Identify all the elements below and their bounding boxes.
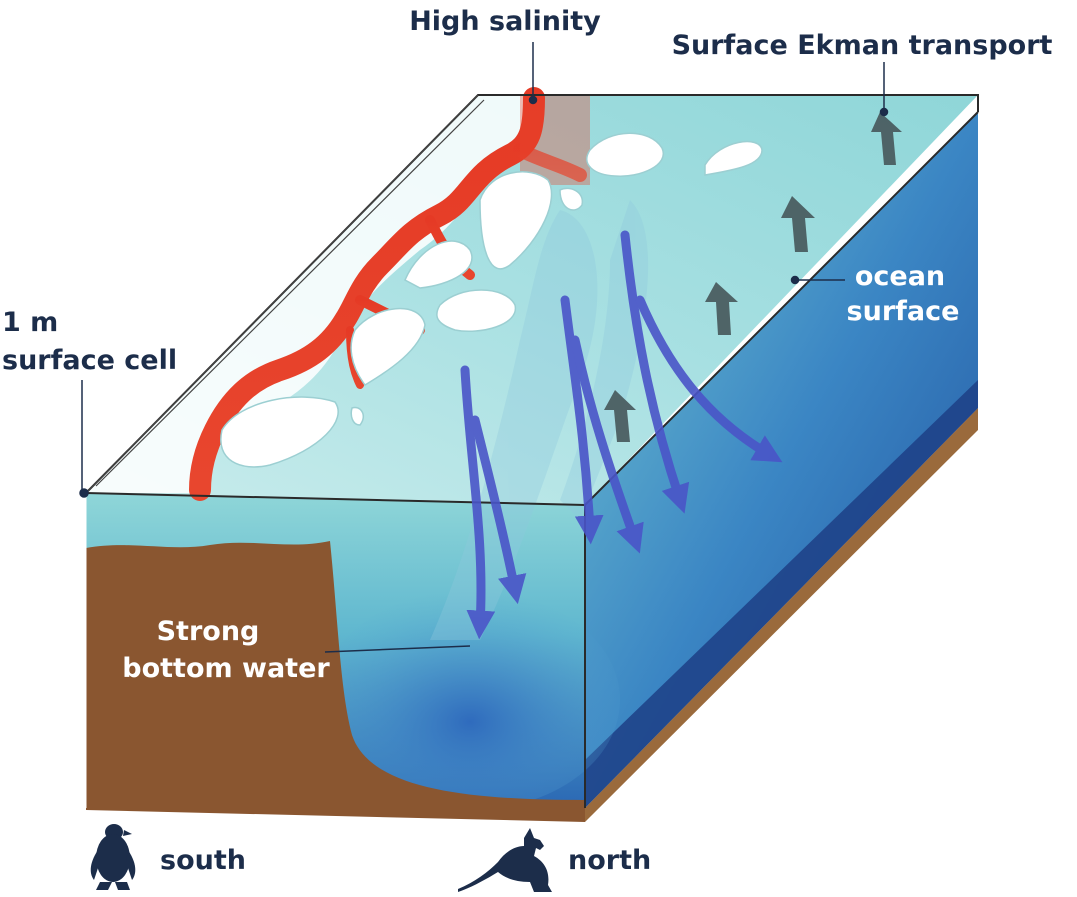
- sea-ice-coast: [86, 95, 530, 493]
- label-ocean-surface-line2: surface: [847, 296, 960, 327]
- label-ocean-surface-line1: ocean: [855, 261, 945, 292]
- salinity-glow: [520, 95, 590, 185]
- legend-south-label: south: [160, 845, 246, 876]
- deep-water-pool: [320, 590, 620, 810]
- ice-floes: [220, 132, 763, 468]
- legend-south: south: [90, 824, 246, 890]
- seabed-side: [585, 408, 978, 822]
- penguin-icon: [90, 824, 136, 890]
- label-surface-cell-line2: surface cell: [2, 345, 177, 376]
- ekman-arrow-2: [781, 196, 815, 252]
- ekman-arrow-1: [871, 112, 902, 165]
- seabed-front: [86, 541, 585, 822]
- bottom-water-flow-arrows: [460, 230, 783, 640]
- surface-cell-slab: [85, 94, 485, 494]
- ekman-arrow-3: [705, 282, 738, 335]
- ekman-arrow-4: [604, 390, 636, 442]
- deep-band: [585, 380, 978, 808]
- label-ekman-transport: Surface Ekman transport: [672, 30, 1053, 61]
- ekman-transport-arrows: [604, 112, 902, 442]
- legend-north-label: north: [568, 845, 651, 876]
- legend-north: north: [458, 828, 651, 892]
- label-bottom-water-line2: bottom water: [122, 653, 330, 684]
- kangaroo-icon: [458, 828, 552, 892]
- label-surface-cell-line1: 1 m: [2, 307, 58, 338]
- label-high-salinity: High salinity: [409, 6, 601, 37]
- label-bottom-water-line1: Strong: [157, 616, 260, 647]
- ocean-block: [85, 87, 979, 822]
- callout-lines: [79, 42, 889, 653]
